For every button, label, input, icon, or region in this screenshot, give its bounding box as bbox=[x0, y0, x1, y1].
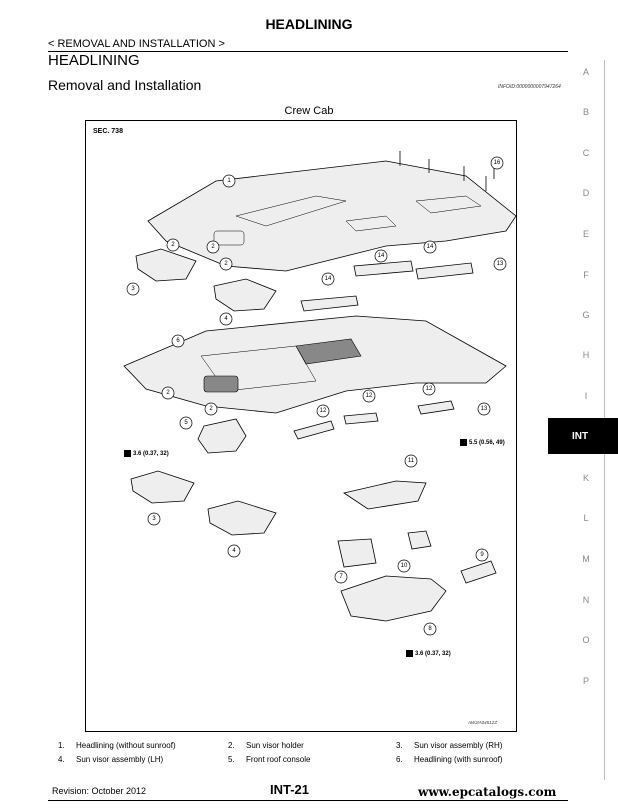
map-lamp-10 bbox=[407, 530, 432, 550]
breadcrumb: < REMOVAL AND INSTALLATION > bbox=[48, 38, 225, 50]
torque-spec-1: 3.6 (0.37, 32) bbox=[124, 450, 169, 457]
side-tab-c[interactable]: C bbox=[582, 148, 590, 158]
torque-value: 3.6 (0.37, 32) bbox=[133, 450, 169, 457]
torque-spec-2: 5.5 (0.56, 49) bbox=[460, 439, 505, 446]
side-tab-n[interactable]: N bbox=[582, 595, 590, 605]
callout-4: 4 bbox=[224, 316, 228, 322]
header-rule bbox=[48, 51, 568, 52]
side-tab-k[interactable]: K bbox=[582, 473, 589, 483]
front-roof-console-5 bbox=[197, 418, 247, 454]
cover-9 bbox=[460, 560, 497, 584]
callout-7: 7 bbox=[339, 574, 343, 580]
torque-value: 5.5 (0.56, 49) bbox=[469, 439, 505, 446]
figure-code: AWJIA0451ZZ bbox=[468, 720, 498, 725]
torque-wrench-icon bbox=[406, 650, 413, 657]
callout-12: 12 bbox=[366, 393, 373, 399]
callout-10: 10 bbox=[401, 563, 408, 569]
side-tab-h[interactable]: H bbox=[582, 350, 590, 360]
callouts: 1 2 2 2 3 4 6 2 2 5 3 4 16 13 14 14 14 1… bbox=[126, 156, 507, 636]
bracket-14-a bbox=[300, 295, 359, 312]
footer-rule bbox=[48, 800, 568, 801]
grab-handle-12-c bbox=[417, 400, 455, 415]
callout-14: 14 bbox=[427, 244, 434, 250]
overhead-console-8 bbox=[340, 575, 447, 622]
grab-handle-12-b bbox=[343, 412, 379, 425]
callout-14: 14 bbox=[378, 253, 385, 259]
callout-6: 6 bbox=[176, 338, 180, 344]
callout-4: 4 bbox=[232, 548, 236, 554]
callout-2: 2 bbox=[209, 406, 213, 412]
sun-visor-rh-upper bbox=[135, 248, 197, 282]
side-tab-l[interactable]: L bbox=[583, 513, 589, 523]
callout-12: 12 bbox=[320, 408, 327, 414]
legend-item-4: 4.Sun visor assembly (LH) bbox=[58, 755, 164, 764]
grab-handle-12-a bbox=[293, 420, 335, 440]
callout-13: 13 bbox=[497, 261, 504, 267]
callout-11: 11 bbox=[408, 458, 415, 464]
exploded-diagram: 1 2 2 2 3 4 6 2 2 5 3 4 16 13 14 14 14 1… bbox=[85, 120, 517, 732]
callout-13: 13 bbox=[481, 406, 488, 412]
subsection-title: Removal and Installation bbox=[48, 77, 202, 93]
revision-date: Revision: October 2012 bbox=[52, 786, 147, 796]
map-lamp-7 bbox=[337, 538, 377, 568]
callout-8: 8 bbox=[428, 626, 432, 632]
side-tab-d[interactable]: D bbox=[582, 188, 590, 198]
callout-12: 12 bbox=[426, 386, 433, 392]
page-header-title: HEADLINING bbox=[265, 16, 353, 32]
headlining-without-sunroof-shape bbox=[147, 160, 517, 272]
sun-visor-lh-lower bbox=[207, 500, 277, 536]
side-tab-g[interactable]: G bbox=[582, 310, 590, 320]
side-tab-i[interactable]: I bbox=[584, 391, 588, 401]
side-tab-m[interactable]: M bbox=[582, 554, 590, 564]
callout-3: 3 bbox=[152, 516, 156, 522]
torque-spec-3: 3.6 (0.37, 32) bbox=[406, 650, 451, 657]
legend-item-6: 6.Headlining (with sunroof) bbox=[396, 755, 503, 764]
torque-value: 3.6 (0.37, 32) bbox=[415, 650, 451, 657]
callout-5: 5 bbox=[184, 420, 188, 426]
headlining-with-sunroof-shape bbox=[123, 315, 507, 414]
callout-16: 16 bbox=[494, 160, 501, 166]
callout-3: 3 bbox=[131, 286, 135, 292]
bracket-11 bbox=[343, 480, 427, 510]
torque-wrench-icon bbox=[460, 439, 467, 446]
info-id: INFOID:0000000007947264 bbox=[498, 84, 561, 90]
legend-item-1: 1.Headlining (without sunroof) bbox=[58, 741, 176, 750]
torque-wrench-icon bbox=[124, 450, 131, 457]
watermark-brand: www.epcatalogs.com bbox=[418, 785, 557, 799]
callout-2: 2 bbox=[166, 390, 170, 396]
legend-item-2: 2.Sun visor holder bbox=[228, 741, 304, 750]
legend-item-5: 5.Front roof console bbox=[228, 755, 311, 764]
section-title: HEADLINING bbox=[48, 52, 140, 69]
side-tab-int-active[interactable]: INT bbox=[548, 418, 618, 454]
callout-14: 14 bbox=[325, 276, 332, 282]
callout-1: 1 bbox=[227, 178, 231, 184]
sun-visor-lh-upper bbox=[213, 278, 277, 312]
legend-item-3: 3.Sun visor assembly (RH) bbox=[396, 741, 503, 750]
figure-caption: Crew Cab bbox=[284, 105, 334, 117]
bracket-14-c bbox=[415, 262, 474, 280]
side-tab-o[interactable]: O bbox=[582, 635, 590, 645]
side-tab-e[interactable]: E bbox=[582, 229, 589, 239]
callout-2: 2 bbox=[211, 244, 215, 250]
side-tab-b[interactable]: B bbox=[582, 107, 589, 117]
callout-2: 2 bbox=[224, 261, 228, 267]
bracket-14-b bbox=[353, 260, 414, 277]
side-tab-f[interactable]: F bbox=[583, 270, 589, 280]
sun-visor-rh-lower bbox=[130, 470, 195, 504]
side-tab-p[interactable]: P bbox=[582, 676, 589, 686]
callout-9: 9 bbox=[480, 552, 484, 558]
page-number: INT-21 bbox=[270, 782, 310, 797]
callout-2: 2 bbox=[171, 242, 175, 248]
side-tab-a[interactable]: A bbox=[582, 67, 589, 77]
diagram-drawing: 1 2 2 2 3 4 6 2 2 5 3 4 16 13 14 14 14 1… bbox=[123, 151, 517, 636]
section-number: SEC. 738 bbox=[93, 128, 123, 135]
